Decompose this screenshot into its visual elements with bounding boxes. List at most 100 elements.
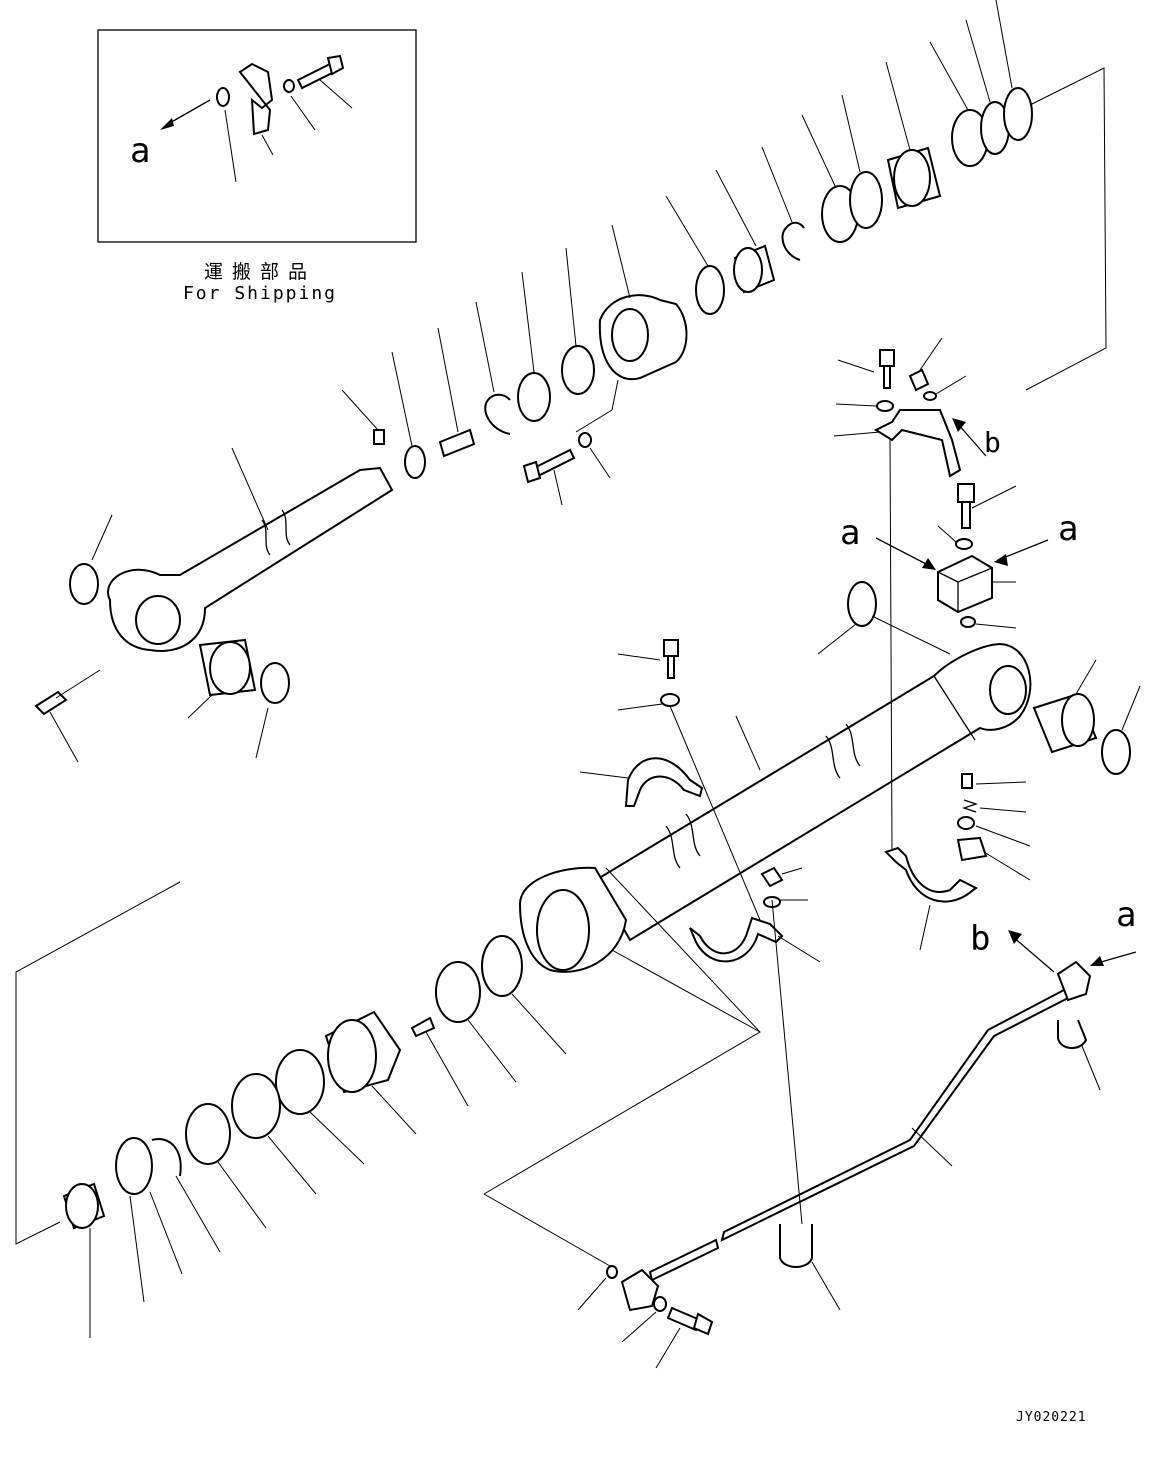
retaining-ring (475, 301, 511, 435)
rod-eye-seal (255, 662, 290, 759)
cylinder-head (575, 224, 688, 433)
marker-a-pipe: a (1116, 895, 1136, 935)
shipping-bolt (296, 54, 353, 109)
arrowhead-a-valve-left (922, 558, 936, 570)
marker-a-inset: a (130, 131, 150, 171)
leader-clamp-vertical (889, 437, 893, 851)
center-clamp-bolt (617, 639, 679, 679)
drawing-code: JY020221 (1016, 1410, 1087, 1425)
tube-end-bushing-right (1032, 659, 1098, 754)
snap-ring-head (761, 146, 805, 261)
right-pipe-clamp (884, 846, 978, 951)
piston (324, 1010, 417, 1135)
shipping-parts-inset: a (97, 29, 417, 243)
lower-clamp-nut (760, 866, 803, 888)
valve-block (937, 554, 1016, 614)
tube-end-bore (989, 665, 1027, 715)
marker-b-pipe: b (970, 919, 990, 959)
head-bolt (522, 448, 576, 506)
u-bolt-lower (779, 1224, 841, 1311)
leader-washer-to-ubolt (771, 899, 803, 1225)
upper-clamp-washer-a (835, 400, 894, 412)
leader-backup-ring (129, 1195, 145, 1303)
leader-frame-bottom (483, 867, 761, 1195)
piston-wear-ring (517, 271, 551, 422)
u-bolt-upper (1057, 1019, 1101, 1091)
shipping-washer (283, 79, 316, 131)
backup-ring (841, 94, 883, 229)
arrow-a-valve-left (875, 537, 931, 567)
tube-end-seal-right (1101, 685, 1141, 775)
bottom-seal-ring-a (481, 935, 567, 1055)
wear-ring-a (231, 1073, 317, 1195)
pipe-flange-upper (1056, 960, 1092, 1002)
valve-block-washer (937, 525, 973, 550)
arrowhead-a-pipe (1090, 956, 1104, 966)
arrow-b-upper (957, 423, 987, 457)
rod-head-grease-nipple (341, 389, 385, 445)
piston-ring (275, 1049, 365, 1165)
cylinder-tube (594, 642, 1032, 942)
arrowhead-b-pipe (1008, 930, 1022, 944)
pipe-o-ring (577, 1265, 618, 1311)
shipping-plate (238, 62, 274, 156)
leader-seal-to-tube (871, 615, 951, 655)
buffer-ring (801, 114, 859, 243)
shipping-inset-frame (97, 29, 417, 243)
bottom-seal-ring-b (435, 961, 517, 1083)
piston-backup-ring (115, 1137, 183, 1275)
tube-plug (956, 836, 1031, 881)
assembly-leader-frame-left (15, 881, 181, 1245)
assembly-leader-frame-right (1025, 67, 1107, 391)
rod-dust-seal-left (69, 514, 113, 605)
rod-packing (885, 61, 942, 210)
piston-set-screw (410, 1016, 469, 1107)
dust-seal-head (929, 41, 989, 167)
piston-rod (107, 447, 394, 652)
tube-o-ring (957, 816, 1031, 847)
piston-nut-collar (62, 1182, 106, 1338)
pipe-flange-lower (620, 1268, 660, 1312)
tube-spring (961, 799, 1027, 813)
for-shipping-label-en: For Shipping (182, 283, 338, 304)
set-screw (437, 327, 476, 458)
marker-b-upper: b (984, 426, 1001, 459)
upper-clamp-bolt (837, 349, 895, 389)
head-bolt-washer (578, 432, 611, 479)
arrow-b-pipe (1011, 935, 1055, 973)
lower-pipe-clamp (689, 916, 821, 963)
head-o-ring (665, 195, 725, 315)
for-shipping-label-jp: 運搬部品 (203, 261, 316, 283)
center-pipe-clamp (579, 757, 704, 807)
tube-grease-fitting (961, 773, 1027, 789)
valve-o-ring (960, 616, 1017, 629)
upper-pipe-clamp (833, 409, 962, 478)
pipe-flange-washer (621, 1296, 667, 1343)
arrowhead-b-upper (952, 418, 966, 432)
marker-a-valve-right: a (1058, 509, 1078, 549)
rod-eye-bore (135, 595, 181, 645)
upper-clamp-nut (908, 337, 943, 392)
shipping-ring (216, 87, 237, 183)
cylinder-bottom-flange (518, 866, 761, 1033)
shipping-arrowhead-a (160, 118, 174, 130)
leader-frame-oring (483, 1193, 611, 1267)
lock-washer-toothed (391, 351, 426, 479)
rod-bushing (715, 169, 776, 294)
upper-clamp-washer-b (923, 375, 967, 401)
piston-seal-ring (561, 247, 595, 395)
center-clamp-washer (617, 693, 761, 921)
tube-end-seal-upper (817, 581, 877, 655)
pipe-flange-bolt (655, 1306, 714, 1369)
hydraulic-pipe (648, 975, 1074, 1282)
wear-ring-b (185, 1103, 267, 1229)
dust-seal-snap-ring (995, 0, 1033, 141)
cushion-ring (151, 1138, 221, 1253)
grease-fitting-rod (34, 669, 101, 763)
shipping-arrow-a (167, 99, 211, 125)
lower-clamp-washer (763, 896, 808, 908)
rod-eye-bushing (187, 638, 257, 719)
arrowhead-a-valve-right (994, 554, 1008, 566)
marker-a-valve-left: a (840, 513, 860, 553)
